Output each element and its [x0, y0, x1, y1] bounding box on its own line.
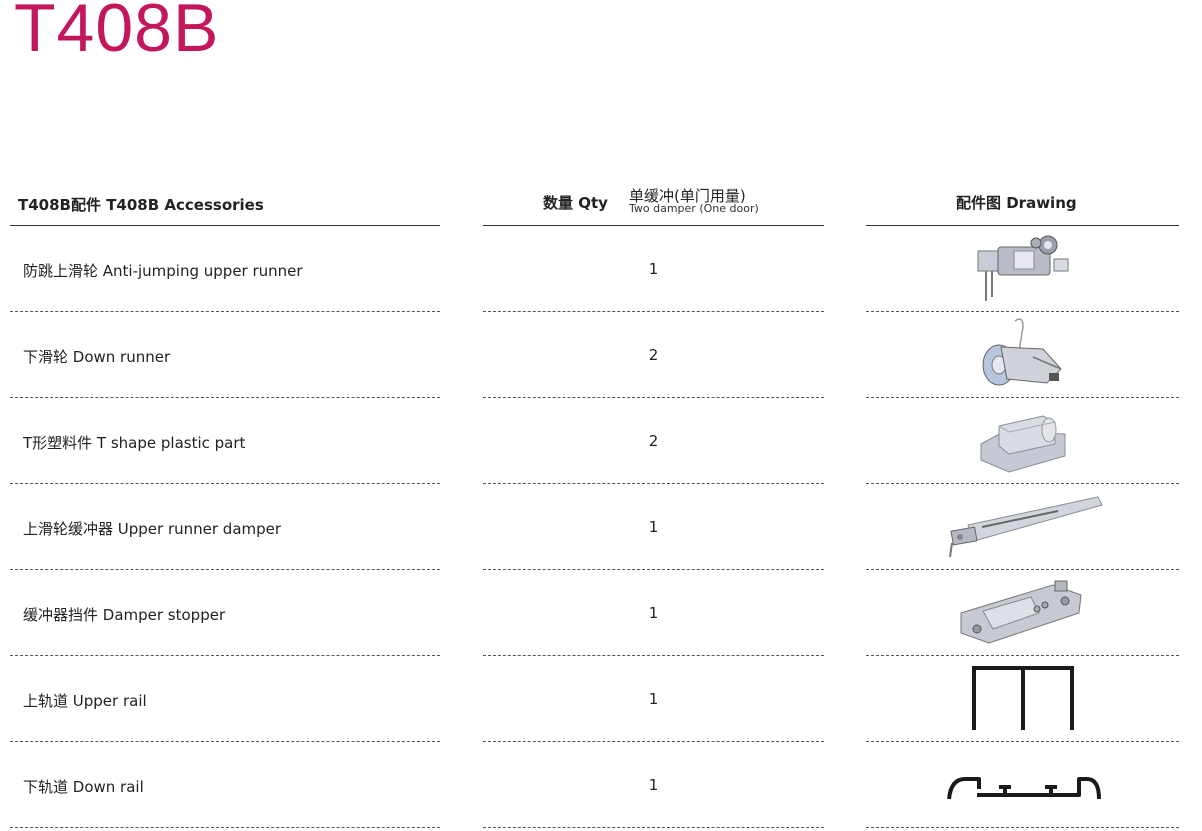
drawing-cell — [866, 742, 1179, 828]
qty-cell: 2 — [483, 312, 824, 398]
item-name: T形塑料件 T shape plastic part — [23, 434, 246, 452]
header-single-damper-label: 单缓冲(单门用量) — [629, 187, 746, 205]
drawing-cell — [866, 398, 1179, 484]
header-drawing: 配件图 Drawing — [866, 180, 1179, 226]
item-qty: 1 — [648, 260, 659, 278]
item-name: 缓冲器挡件 Damper stopper — [23, 606, 226, 624]
damper-icon — [866, 484, 1179, 570]
item-qty: 2 — [648, 432, 659, 450]
qty-cell: 2 — [483, 398, 824, 484]
table-row: 防跳上滑轮 Anti-jumping upper runner — [10, 226, 440, 312]
down-runner-icon — [866, 312, 1179, 398]
item-qty: 1 — [648, 518, 659, 536]
qty-cell: 1 — [483, 570, 824, 656]
drawing-cell — [866, 484, 1179, 570]
header-qty: 数量 Qty 单缓冲(单门用量) Two damper (One door) — [483, 180, 824, 226]
table-row: 缓冲器挡件 Damper stopper — [10, 570, 440, 656]
table-row: T形塑料件 T shape plastic part — [10, 398, 440, 484]
item-qty: 1 — [648, 776, 659, 794]
qty-cell: 1 — [483, 484, 824, 570]
header-accessories: T408B配件 T408B Accessories — [10, 180, 440, 226]
upper-rail-icon — [866, 656, 1179, 742]
header-drawing-label: 配件图 Drawing — [956, 194, 1077, 212]
qty-cell: 1 — [483, 742, 824, 828]
item-name: 上滑轮缓冲器 Upper runner damper — [23, 520, 282, 538]
page-title: T408B — [14, 0, 220, 66]
qty-cell: 1 — [483, 226, 824, 312]
drawing-cell — [866, 570, 1179, 656]
drawing-cell — [866, 656, 1179, 742]
drawing-cell — [866, 226, 1179, 312]
item-name: 防跳上滑轮 Anti-jumping upper runner — [23, 262, 303, 280]
table-row: 下滑轮 Down runner — [10, 312, 440, 398]
item-qty: 2 — [648, 346, 659, 364]
stopper-icon — [866, 570, 1179, 656]
item-qty: 1 — [648, 690, 659, 708]
item-name: 下轨道 Down rail — [23, 778, 144, 796]
item-name: 下滑轮 Down runner — [23, 348, 171, 366]
table-row: 上滑轮缓冲器 Upper runner damper — [10, 484, 440, 570]
header-accessories-label: T408B配件 T408B Accessories — [18, 196, 264, 214]
upper-runner-icon — [866, 226, 1179, 312]
item-qty: 1 — [648, 604, 659, 622]
drawing-cell — [866, 312, 1179, 398]
table-row: 下轨道 Down rail — [10, 742, 440, 828]
down-rail-icon — [866, 742, 1179, 828]
table-row: 上轨道 Upper rail — [10, 656, 440, 742]
header-qty-label: 数量 Qty — [543, 194, 608, 212]
qty-cell: 1 — [483, 656, 824, 742]
item-name: 上轨道 Upper rail — [23, 692, 147, 710]
plastic-part-icon — [866, 398, 1179, 484]
header-two-damper-label: Two damper (One door) — [629, 202, 759, 215]
